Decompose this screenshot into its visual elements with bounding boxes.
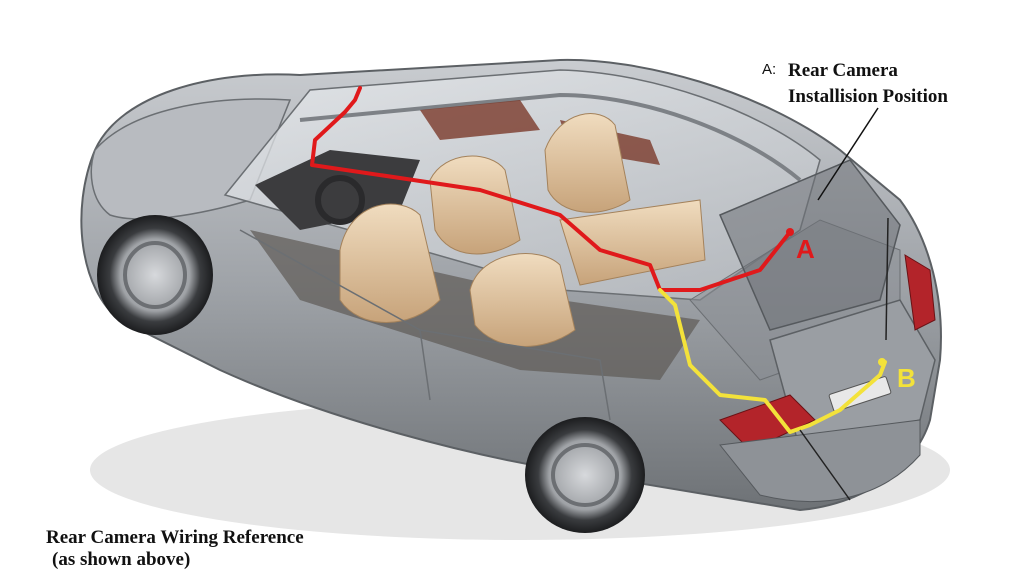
harness-leader-line-lower	[799, 429, 851, 501]
wood-trim	[420, 100, 540, 140]
annotation-a-line1: Rear Camera	[788, 60, 898, 81]
front-seat-left	[339, 203, 441, 323]
caption: Rear Camera Wiring Reference (as shown a…	[46, 527, 304, 571]
door-line	[419, 329, 611, 421]
taillight-right	[904, 254, 936, 331]
roof-rail	[299, 92, 802, 182]
caption-line2: (as shown above)	[52, 549, 191, 570]
rear-bumper	[719, 419, 921, 503]
marker-b: B	[897, 363, 916, 393]
red-wire	[310, 86, 792, 292]
harness-leader-line	[885, 217, 889, 341]
steering-wheel	[315, 175, 365, 225]
caption-line1: Rear Camera Wiring Reference	[46, 527, 304, 548]
rear-left-wheel	[525, 417, 645, 533]
rear-seat-right	[544, 113, 631, 213]
front-seat-right	[429, 155, 521, 255]
rear-bench	[559, 199, 706, 286]
rear-window	[719, 159, 901, 331]
label-a-leader-line	[817, 107, 879, 201]
rear-seat-left	[469, 253, 576, 347]
yellow-wire-end-point	[878, 358, 886, 366]
marker-a: A	[796, 234, 815, 264]
red-wire-end-point	[786, 228, 794, 236]
annotation-a-prefix: A:	[762, 61, 776, 78]
annotation-a-line2: Installision Position	[788, 86, 948, 107]
yellow-wire	[658, 288, 887, 434]
front-left-wheel	[97, 215, 213, 335]
